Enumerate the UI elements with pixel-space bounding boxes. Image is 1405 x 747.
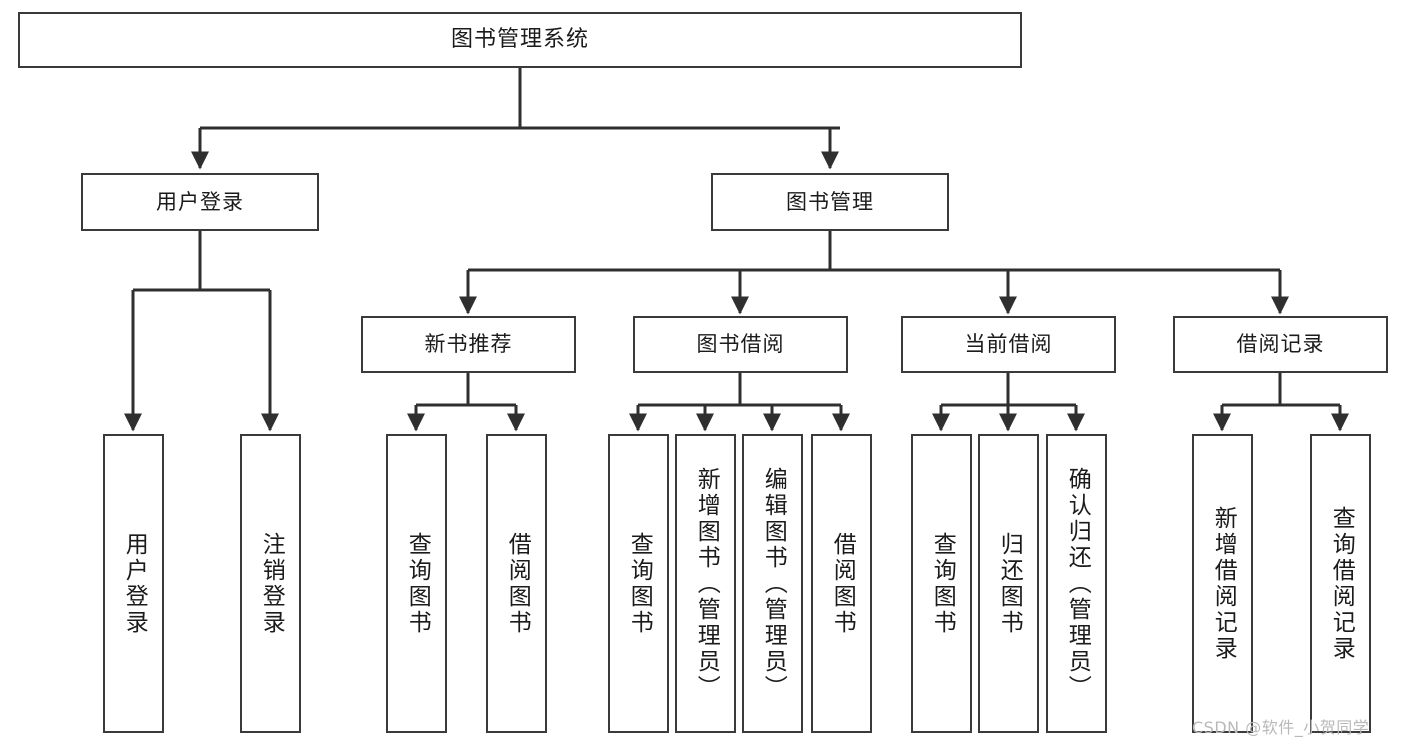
node-book-borrow[interactable]: 图书借阅: [633, 316, 848, 373]
leaf-add-borrow-record[interactable]: 新增借阅记录: [1192, 434, 1253, 733]
node-label: 查询借阅记录: [1328, 505, 1355, 662]
node-label: 用户登录: [121, 531, 148, 636]
node-label: 归还图书: [996, 531, 1023, 636]
node-label: 确认归还（管理员）: [1064, 466, 1091, 701]
node-label: 新增图书（管理员）: [693, 466, 720, 701]
node-label: 查询图书: [626, 531, 653, 636]
leaf-borrow-book-1[interactable]: 借阅图书: [486, 434, 547, 733]
leaf-query-book-3[interactable]: 查询图书: [911, 434, 972, 733]
node-label: 编辑图书（管理员）: [760, 466, 787, 701]
leaf-query-book-2[interactable]: 查询图书: [608, 434, 669, 733]
leaf-login[interactable]: 用户登录: [103, 434, 164, 733]
node-new-book-recommend[interactable]: 新书推荐: [361, 316, 576, 373]
node-label: 查询图书: [929, 531, 956, 636]
node-label: 查询图书: [404, 531, 431, 636]
node-label: 图书管理: [786, 189, 874, 214]
leaf-query-borrow-record[interactable]: 查询借阅记录: [1310, 434, 1371, 733]
node-label: 图书管理系统: [450, 27, 589, 53]
leaf-query-book-1[interactable]: 查询图书: [386, 434, 447, 733]
node-label: 借阅记录: [1236, 332, 1325, 357]
node-book-management[interactable]: 图书管理: [711, 173, 949, 231]
node-label: 新增借阅记录: [1210, 505, 1237, 662]
leaf-borrow-book-2[interactable]: 借阅图书: [811, 434, 872, 733]
node-borrow-record[interactable]: 借阅记录: [1173, 316, 1388, 373]
node-root-book-management-system[interactable]: 图书管理系统: [18, 12, 1022, 68]
leaf-logout[interactable]: 注销登录: [240, 434, 301, 733]
node-label: 当前借阅: [964, 332, 1053, 357]
watermark: CSDN @软件_小贺同学: [1192, 718, 1370, 737]
leaf-confirm-return[interactable]: 确认归还（管理员）: [1046, 434, 1107, 733]
node-label: 新书推荐: [424, 332, 513, 357]
node-label: 借阅图书: [829, 531, 856, 636]
leaf-add-book[interactable]: 新增图书（管理员）: [675, 434, 736, 733]
node-label: 用户登录: [156, 189, 244, 214]
node-label: 注销登录: [258, 531, 285, 636]
leaf-edit-book[interactable]: 编辑图书（管理员）: [742, 434, 803, 733]
node-user-login[interactable]: 用户登录: [81, 173, 319, 231]
node-current-borrow[interactable]: 当前借阅: [901, 316, 1116, 373]
node-label: 借阅图书: [504, 531, 531, 636]
node-label: 图书借阅: [696, 332, 785, 357]
leaf-return-book[interactable]: 归还图书: [978, 434, 1039, 733]
